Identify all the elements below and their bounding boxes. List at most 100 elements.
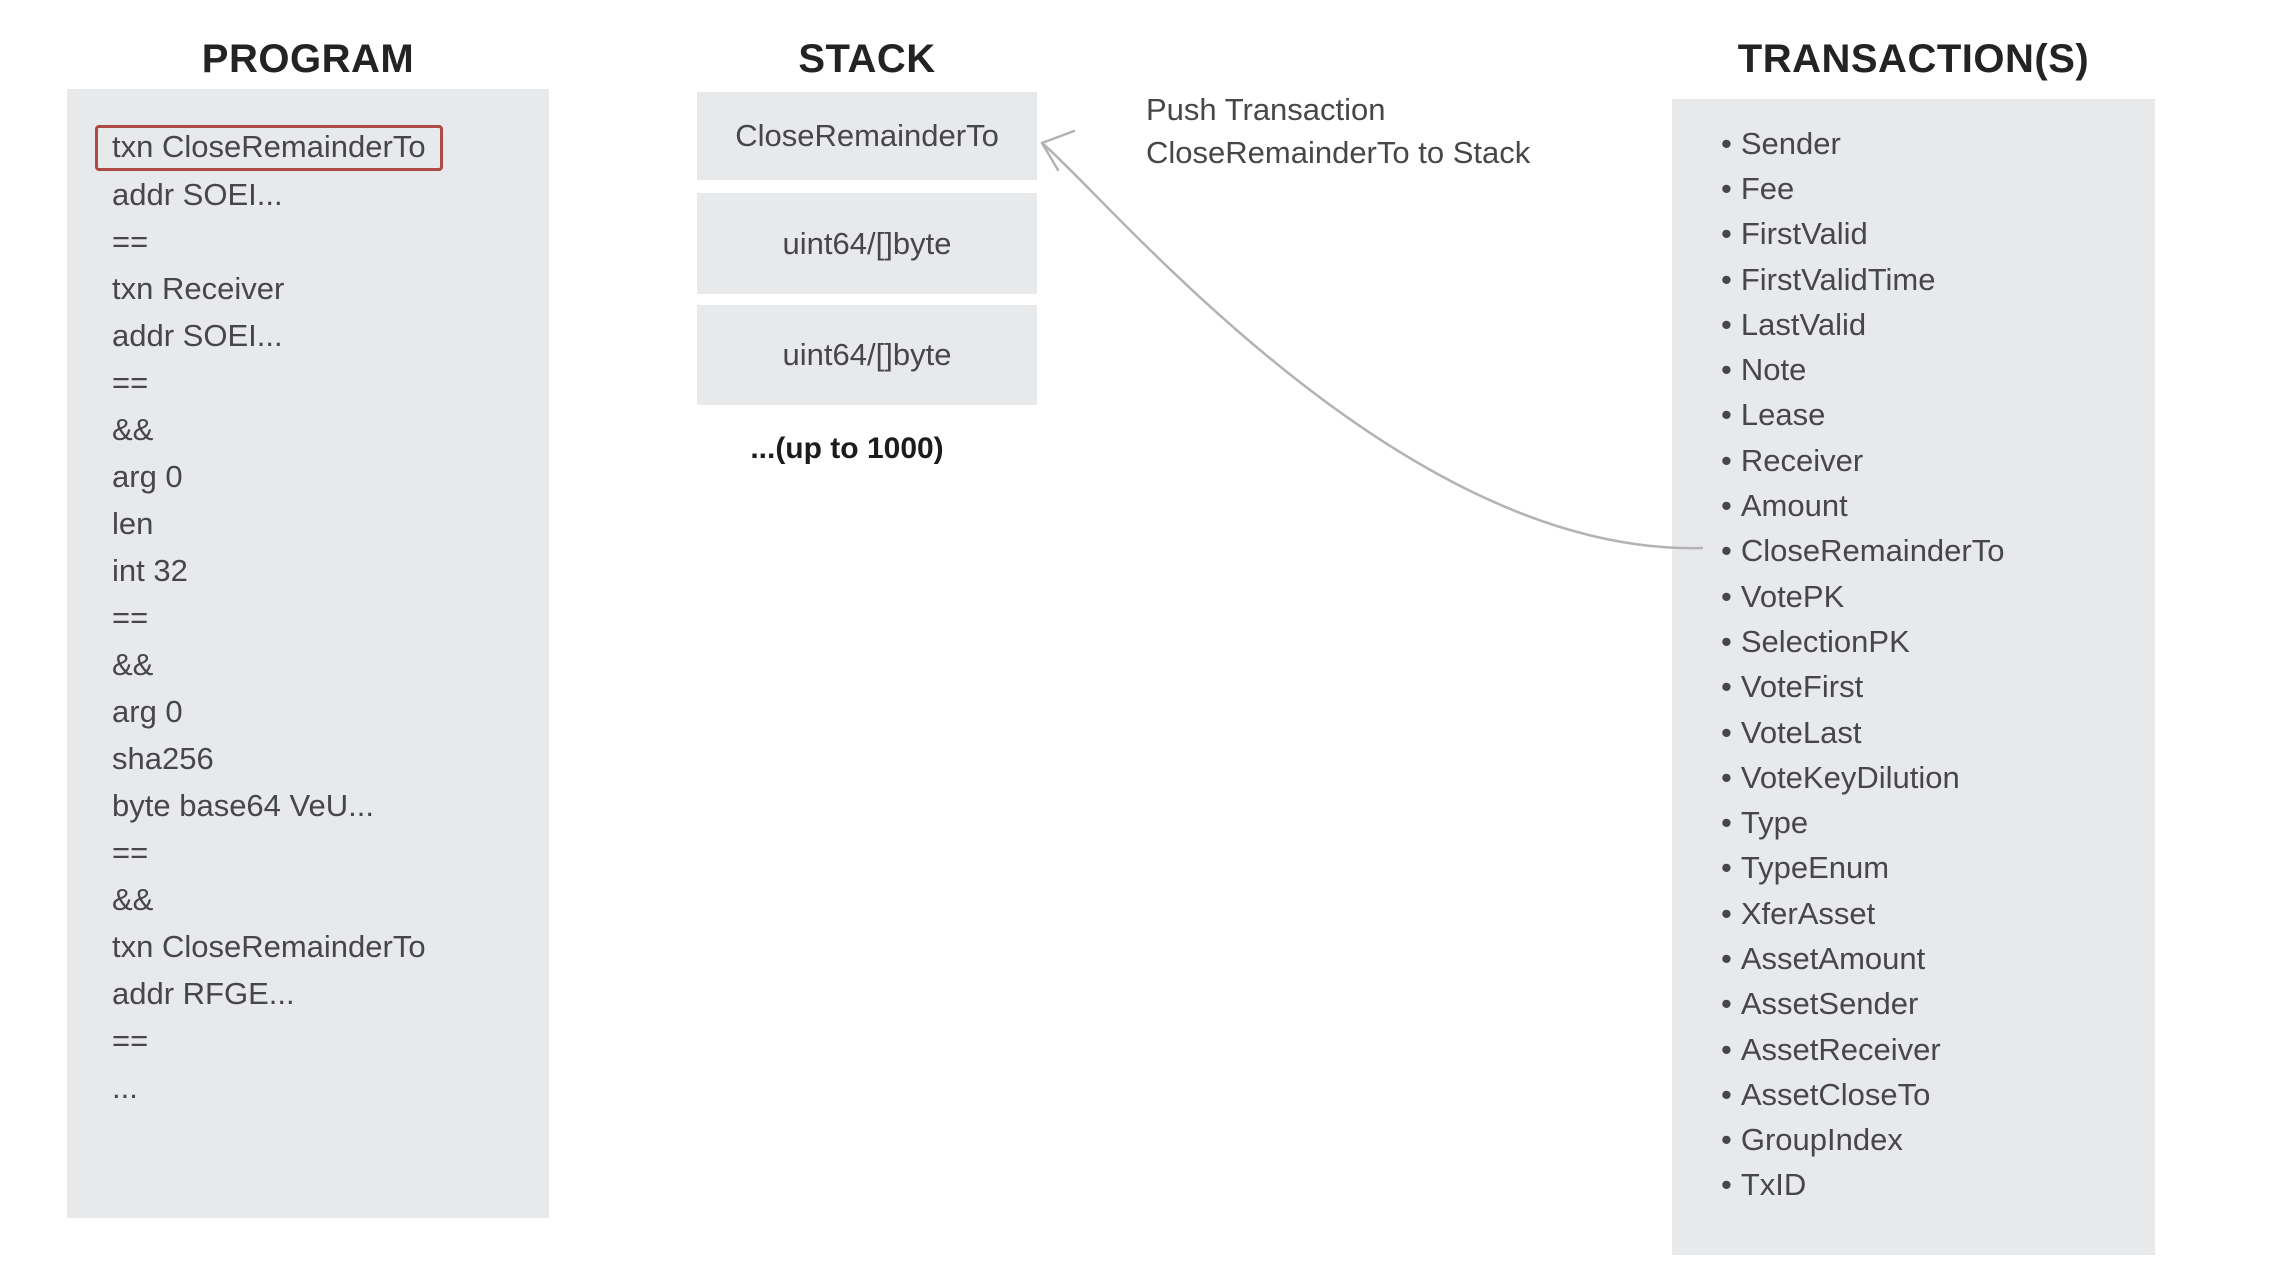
program-panel: txn CloseRemainderTo addr SOEI... == txn… [67, 89, 549, 1218]
transaction-item-label: AssetAmount [1740, 940, 1926, 976]
arrow-curve [1040, 141, 1704, 550]
program-line: arg 0 [67, 688, 549, 735]
transaction-item-label: SelectionPK [1740, 623, 1910, 659]
program-line-text: txn CloseRemainderTo [95, 124, 443, 171]
transaction-item-label: AssetSender [1740, 986, 1919, 1022]
program-column-title: PROGRAM [201, 37, 415, 81]
stack-box-label: uint64/[]byte [782, 337, 952, 372]
bullet-icon [1721, 986, 1741, 1022]
annotation-line-1: Push Transaction [1146, 92, 1386, 127]
transaction-item: Receiver [1672, 438, 2155, 483]
stack-box-label: CloseRemainderTo [735, 118, 999, 153]
bullet-icon [1721, 850, 1741, 886]
stack-box: CloseRemainderTo [697, 92, 1037, 180]
bullet-icon [1721, 805, 1741, 841]
program-line: len [67, 500, 549, 547]
transaction-item: SelectionPK [1672, 619, 2155, 664]
transaction-item: XferAsset [1672, 891, 2155, 936]
bullet-icon [1721, 126, 1741, 162]
transaction-item-label: Receiver [1740, 442, 1864, 478]
transaction-item-label: FirstValid [1740, 216, 1868, 252]
program-line-text: addr SOEI... [112, 176, 283, 212]
program-line: addr RFGE... [67, 970, 549, 1017]
program-line: txn CloseRemainderTo [67, 124, 549, 171]
transaction-item: FirstValidTime [1672, 257, 2155, 302]
program-line: txn CloseRemainderTo [67, 923, 549, 970]
bullet-icon [1721, 715, 1741, 751]
transaction-item: TxID [1672, 1163, 2155, 1208]
program-line-text: && [112, 646, 154, 682]
arrow-annotation: Push Transaction CloseRemainderTo to Sta… [1146, 88, 1530, 174]
program-line: byte base64 VeU... [67, 782, 549, 829]
bullet-icon [1721, 171, 1741, 207]
transaction-item-label: GroupIndex [1740, 1122, 1903, 1158]
program-line-text: int 32 [112, 552, 188, 588]
program-line-text: arg 0 [112, 693, 183, 729]
program-line-text: arg 0 [112, 458, 183, 494]
transaction-item: GroupIndex [1672, 1118, 2155, 1163]
transaction-item: VoteLast [1672, 710, 2155, 755]
transaction-item: Note [1672, 347, 2155, 392]
transaction-item: AssetSender [1672, 982, 2155, 1027]
transaction-item: AssetCloseTo [1672, 1072, 2155, 1117]
transaction-item: Amount [1672, 483, 2155, 528]
transactions-panel: Sender Fee FirstValid FirstValidTime Las… [1672, 99, 2155, 1255]
program-line-text: sha256 [112, 740, 214, 776]
transaction-item-label: AssetReceiver [1740, 1031, 1941, 1067]
transaction-item: FirstValid [1672, 212, 2155, 257]
transaction-item: VotePK [1672, 574, 2155, 619]
program-line: addr SOEI... [67, 312, 549, 359]
transaction-item-label: XferAsset [1740, 895, 1876, 931]
program-line: == [67, 1017, 549, 1064]
transaction-item: CloseRemainderTo [1672, 529, 2155, 574]
program-line: arg 0 [67, 453, 549, 500]
annotation-line-2: CloseRemainderTo to Stack [1146, 135, 1531, 170]
bullet-icon [1721, 941, 1741, 977]
program-line-text: len [112, 505, 154, 541]
bullet-icon [1721, 488, 1741, 524]
bullet-icon [1721, 1167, 1741, 1203]
program-line: ... [67, 1064, 549, 1111]
transaction-item: Fee [1672, 166, 2155, 211]
bullet-icon [1721, 760, 1741, 796]
program-line: && [67, 641, 549, 688]
program-line-text: && [112, 411, 154, 447]
bullet-icon [1721, 443, 1741, 479]
program-line-text: addr RFGE... [112, 975, 295, 1011]
bullet-icon [1721, 579, 1741, 615]
program-line: int 32 [67, 547, 549, 594]
program-line: sha256 [67, 735, 549, 782]
transaction-item-label: AssetCloseTo [1740, 1076, 1931, 1112]
program-line-text: txn Receiver [112, 270, 285, 306]
bullet-icon [1721, 1122, 1741, 1158]
transaction-item: Lease [1672, 393, 2155, 438]
program-line-text: && [112, 881, 154, 917]
stack-capacity-note: ...(up to 1000) [750, 432, 944, 465]
transaction-item: VoteFirst [1672, 665, 2155, 710]
transaction-item-label: VoteLast [1740, 714, 1862, 750]
program-line: == [67, 359, 549, 406]
transaction-item: LastValid [1672, 302, 2155, 347]
bullet-icon [1721, 533, 1741, 569]
transaction-item-label: TxID [1740, 1167, 1807, 1203]
program-line-text: addr SOEI... [112, 317, 283, 353]
program-line: == [67, 218, 549, 265]
program-line: && [67, 876, 549, 923]
bullet-icon [1721, 624, 1741, 660]
bullet-icon [1721, 896, 1741, 932]
stack-box-list: CloseRemainderTo uint64/[]byte uint64/[]… [697, 92, 1037, 405]
transaction-item-label: LastValid [1740, 306, 1867, 342]
transaction-item-label: VotePK [1740, 578, 1845, 614]
program-line-text: == [112, 223, 149, 259]
stack-column-title: STACK [798, 37, 936, 81]
transaction-item-label: Lease [1740, 397, 1826, 433]
program-line-text: byte base64 VeU... [112, 787, 374, 823]
bullet-icon [1721, 397, 1741, 433]
stack-box: uint64/[]byte [697, 193, 1037, 294]
arrow-head-icon [1040, 129, 1076, 172]
bullet-icon [1721, 262, 1741, 298]
bullet-icon [1721, 352, 1741, 388]
stack-box: uint64/[]byte [697, 305, 1037, 405]
transaction-item-label: Sender [1740, 125, 1841, 161]
